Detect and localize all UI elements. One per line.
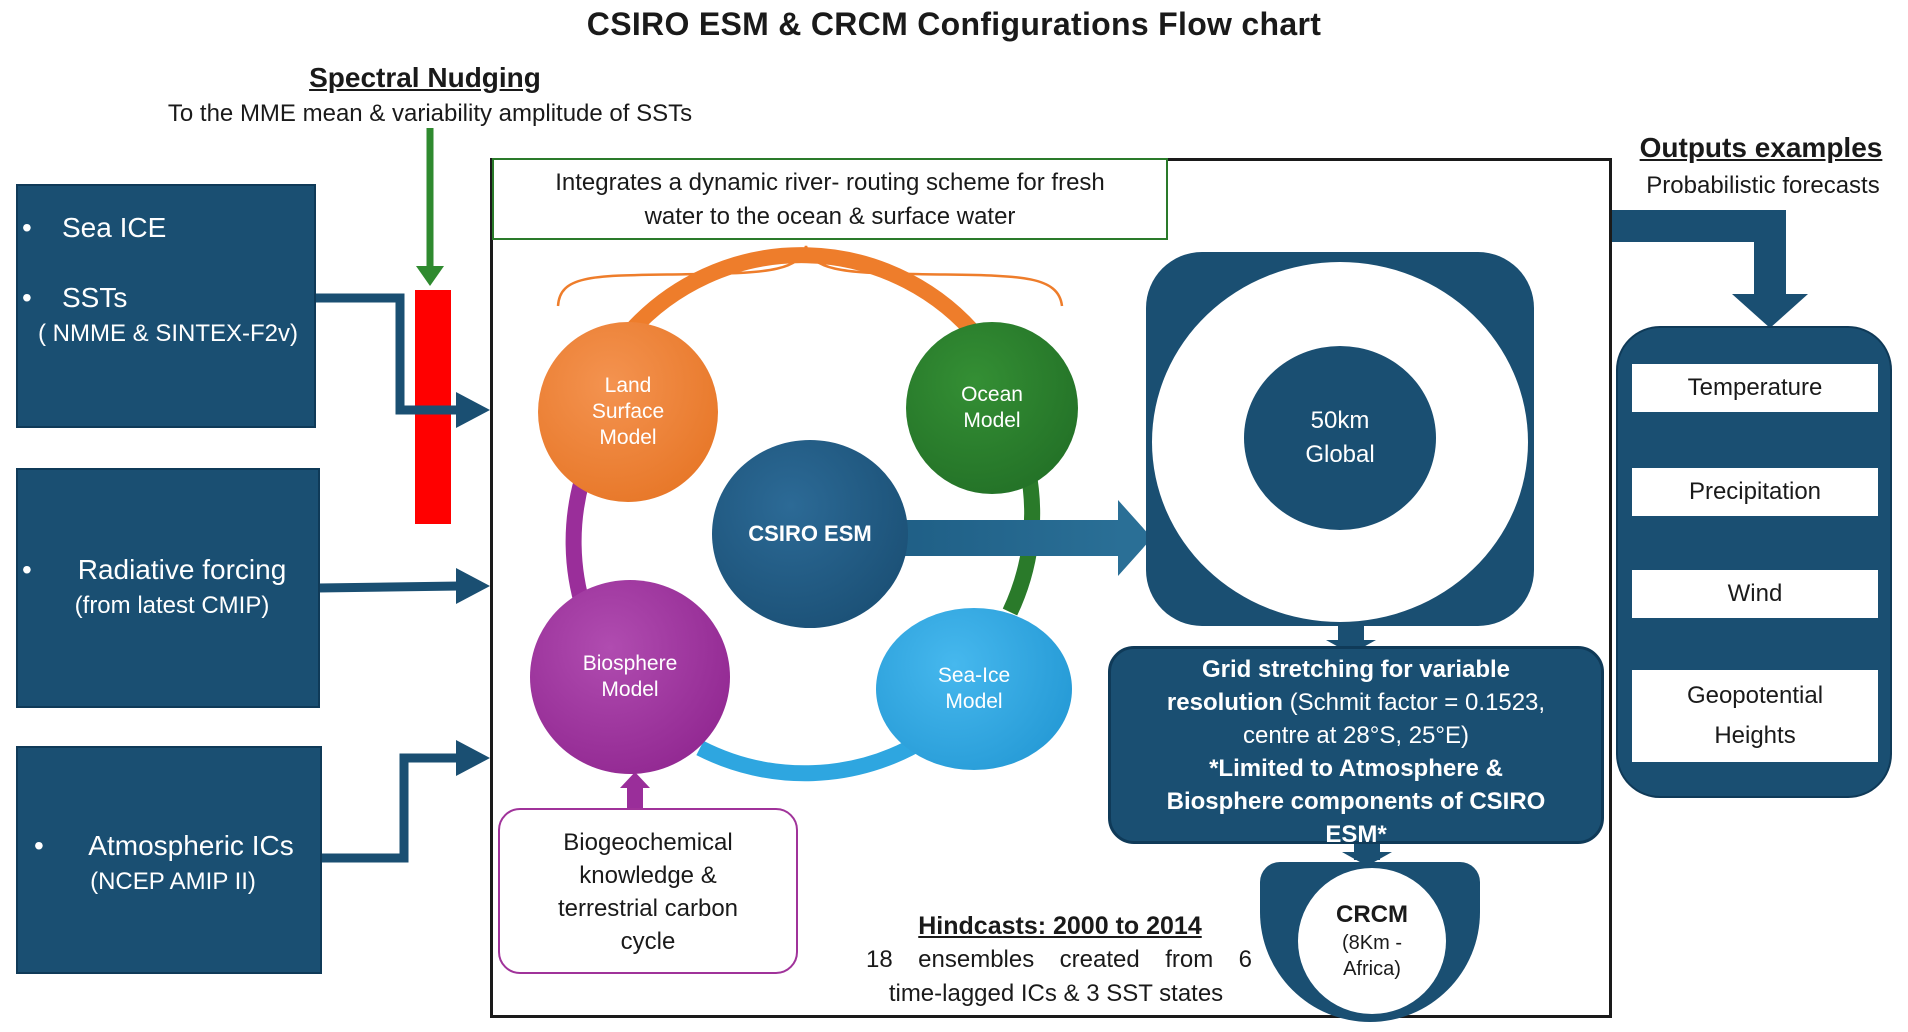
input-arrow-1 (314, 293, 458, 415)
grid-stretching-box: Grid stretching for variable resolution … (1108, 646, 1604, 848)
hindcasts-line1: 18 ensembles created from 6 (866, 946, 1252, 973)
ring-orange (624, 247, 987, 346)
radiative-label: Radiative forcing (77, 554, 287, 585)
atmospheric-label: Atmospheric ICs (88, 830, 294, 861)
output-precipitation: Precipitation (1632, 468, 1878, 516)
nudging-arrow-head (416, 266, 444, 286)
hindcasts-title: Hindcasts: 2000 to 2014 (918, 912, 1202, 940)
input-box-ssts: • Sea ICE • SSTs ( NMME & SINTEX-F2v) (16, 184, 316, 428)
river-brace (556, 245, 1064, 307)
spectral-nudging-subtitle: To the MME mean & variability amplitude … (167, 100, 693, 127)
outputs-arrow (1612, 210, 1786, 300)
atmospheric-note: (NCEP AMIP II) (90, 868, 256, 895)
bullet: • (22, 282, 32, 313)
radiative-note: (from latest CMIP) (74, 592, 270, 619)
ring-blue (696, 733, 929, 782)
crcm-core: CRCM (8Km - Africa) (1298, 868, 1446, 1014)
input-box-atmospheric: • Atmospheric ICs (NCEP AMIP II) (16, 746, 322, 974)
hindcasts-line2: time-lagged ICs & 3 SST states (888, 980, 1224, 1007)
ssts-note: ( NMME & SINTEX-F2v) (37, 320, 298, 347)
esm-to-global-arrow-shaft (900, 520, 1122, 556)
river-routing-box: Integrates a dynamic river- routing sche… (492, 158, 1168, 240)
spectral-nudging-title: Spectral Nudging (309, 62, 541, 93)
output-geopotential-heights: Geopotential Heights (1632, 670, 1878, 762)
input-arrow-2 (317, 581, 461, 593)
crcm-title: CRCM (1336, 901, 1408, 928)
bullet: • (22, 212, 32, 243)
output-temperature: Temperature (1632, 364, 1878, 412)
esm-to-global-arrow-head (1118, 500, 1152, 576)
output-wind: Wind (1632, 570, 1878, 618)
river-routing-line1: Integrates a dynamic river- routing sche… (555, 169, 1105, 196)
ssts-label: SSTs (62, 282, 128, 313)
outputs-subtitle: Probabilistic forecasts (1646, 172, 1880, 199)
outputs-title: Outputs examples (1639, 132, 1883, 163)
biogeochemical-box: Biogeochemical knowledge & terrestrial c… (498, 808, 798, 974)
input-arrow-3 (320, 753, 458, 863)
biogeo-arrow-shaft (627, 784, 643, 810)
bullet: • (22, 554, 32, 585)
sea-ice-label: Sea ICE (62, 212, 167, 243)
bullet: • (34, 830, 44, 861)
page-title: CSIRO ESM & CRCM Configurations Flow cha… (586, 6, 1322, 42)
river-routing-line2: water to the ocean & surface water (644, 203, 1016, 230)
csiro-esm-core: CSIRO ESM (712, 440, 908, 628)
input-box-radiative: • Radiative forcing (from latest CMIP) (16, 468, 320, 708)
